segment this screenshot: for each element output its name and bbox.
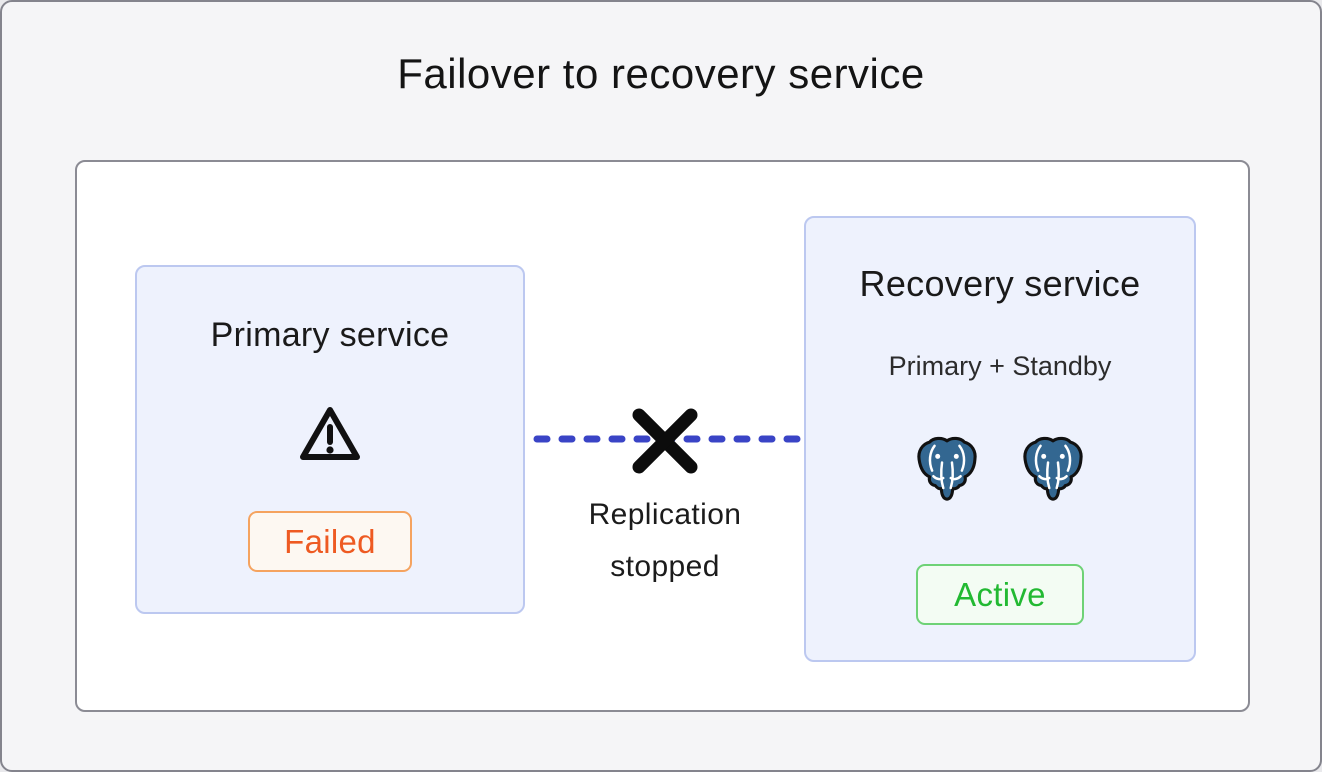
primary-service-title: Primary service: [210, 316, 450, 354]
x-icon: [632, 408, 698, 474]
database-nodes: [916, 434, 1084, 506]
diagram-title: Failover to recovery service: [397, 50, 925, 97]
diagram-canvas: Primary service Failed Replication stopp…: [75, 160, 1250, 712]
primary-service-box: Primary service Failed: [135, 265, 525, 614]
postgresql-elephant-icon: [1023, 436, 1083, 501]
recovery-service-subtitle: Primary + Standby: [888, 351, 1112, 381]
postgresql-elephant-icon: [917, 436, 977, 501]
recovery-service-box: Recovery service Primary + Standby: [804, 216, 1196, 662]
failed-status-badge: Failed: [248, 511, 412, 572]
active-status-badge: Active: [916, 564, 1084, 625]
replication-stopped-label: Replication stopped: [588, 498, 742, 583]
recovery-service-title: Recovery service: [859, 263, 1141, 304]
warning-triangle-icon: [297, 403, 363, 465]
